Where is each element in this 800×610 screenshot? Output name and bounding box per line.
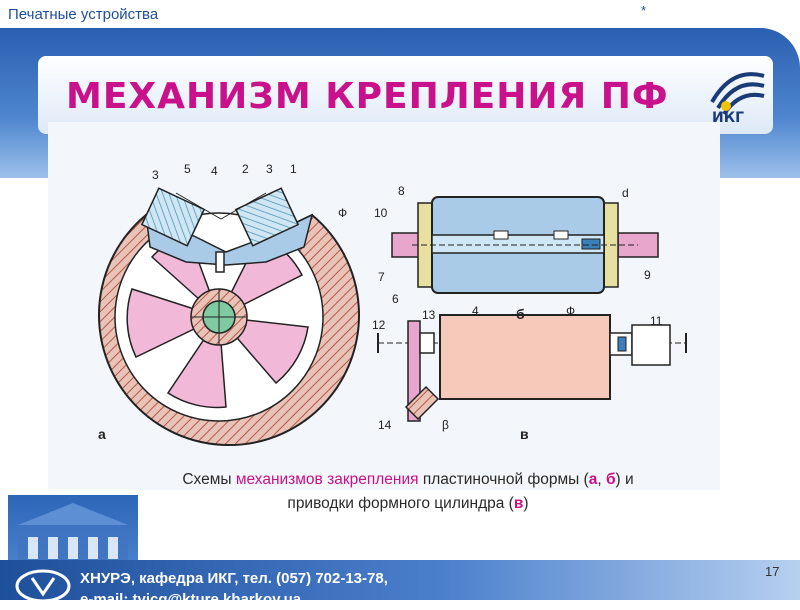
- label-a-4: 4: [211, 164, 218, 178]
- caption-letter-b: б: [605, 471, 616, 488]
- label-c-11: 11: [650, 314, 663, 328]
- diagram-a: [98, 187, 360, 447]
- logo-text: ИКГ: [712, 110, 745, 126]
- label-b-4: 4: [472, 304, 479, 318]
- diagram-c: [377, 314, 687, 422]
- label-b-6: 6: [392, 292, 399, 306]
- label-c-13: 13: [422, 308, 436, 322]
- caption-text: приводки формного цилиндра (: [287, 495, 514, 512]
- label-b-d: d: [622, 186, 629, 200]
- caption-text: ): [523, 495, 529, 512]
- footer-line-1: ХНУРЭ, кафедра ИКГ, тел. (057) 702-13-78…: [80, 570, 388, 587]
- caption-highlight: механизмов закрепления: [235, 471, 419, 488]
- figure-labels: 3 5 4 2 3 1 Ф а 8 d 10 7 6 4 б 9 12 13 Ф…: [98, 162, 663, 442]
- label-c-12: 12: [372, 318, 386, 332]
- label-a-3-left: 3: [152, 168, 159, 182]
- khnure-logo-icon: [15, 569, 71, 600]
- label-a-5: 5: [184, 162, 191, 176]
- figure-caption: Схемы механизмов закрепления пластиночно…: [48, 468, 768, 516]
- mechanism-diagram: 3 5 4 2 3 1 Ф а 8 d 10 7 6 4 б 9 12 13 Ф…: [98, 162, 687, 447]
- caption-text: ,: [597, 471, 606, 488]
- label-a: а: [98, 426, 106, 442]
- label-a-f: Ф: [338, 206, 347, 220]
- label-a-1: 1: [290, 162, 297, 176]
- caption-text: пластиночной формы (: [418, 471, 589, 488]
- caption-text: Схемы: [182, 471, 236, 488]
- label-c: в: [520, 426, 529, 442]
- caption-letter-v: в: [513, 495, 524, 512]
- ikg-logo-icon: [710, 72, 765, 116]
- label-b-9: 9: [644, 268, 651, 282]
- label-c-f: Ф: [566, 304, 575, 318]
- star-mark: *: [641, 3, 647, 18]
- caption-letter-a: а: [588, 471, 598, 488]
- diagram-b: [391, 196, 659, 294]
- label-b-10: 10: [374, 206, 388, 220]
- label-b-7: 7: [378, 270, 385, 284]
- caption-text: ) и: [615, 471, 634, 488]
- label-c-14: 14: [378, 418, 392, 432]
- label-b: б: [516, 306, 525, 322]
- footer-contacts: ХНУРЭ, кафедра ИКГ, тел. (057) 702-13-78…: [80, 568, 388, 610]
- title-panel: [38, 56, 773, 134]
- label-a-2: 2: [242, 162, 249, 176]
- label-b-8: 8: [398, 184, 405, 198]
- label-a-3-right: 3: [266, 162, 273, 176]
- footer-band: [0, 560, 800, 600]
- section-label: Печатные устройства: [8, 6, 159, 23]
- label-c-beta: β: [442, 418, 449, 432]
- page-number: 17: [765, 564, 780, 579]
- slide-title: МЕХАНИЗМ КРЕПЛЕНИЯ ПФ: [66, 76, 669, 117]
